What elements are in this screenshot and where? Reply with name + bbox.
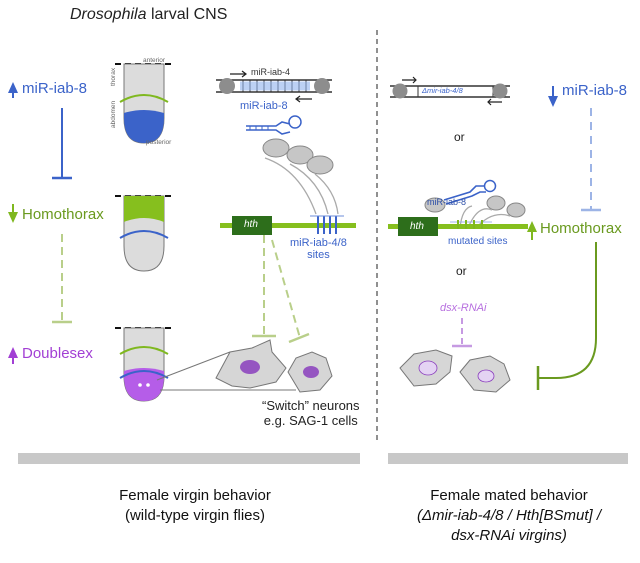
mirna-label-right: miR-iab-8 — [427, 197, 467, 207]
cns-abdomen-label: abdomen — [110, 100, 117, 128]
up-arrow-icon — [8, 82, 18, 93]
up-arrow-icon-purple — [8, 347, 18, 358]
or-label-2: or — [456, 264, 467, 278]
up-arrow-icon-green — [527, 221, 537, 232]
or-label-1: or — [454, 130, 465, 144]
footer-left: Female virgin behavior (wild-type virgin… — [30, 486, 360, 526]
cns-thorax-label: thorax — [110, 67, 117, 86]
mirna-complex-right — [424, 179, 526, 229]
neurons-right — [399, 349, 511, 393]
dna-schematic-left — [216, 70, 332, 103]
mir-sites-line1: miR-iab-4/8 — [290, 237, 347, 249]
footer-right-line3: dsx-RNAi virgins) — [451, 527, 567, 544]
hth-gene-label-left: hth — [244, 219, 258, 230]
mirna-complex-left — [246, 115, 339, 215]
mutated-sites-label: mutated sites — [448, 236, 508, 247]
dna-mir-label: miR-iab-4 — [251, 67, 291, 77]
cns-posterior-label: posterior — [146, 139, 172, 146]
cns-schematic-3 — [115, 327, 296, 402]
switch-neurons-label: “Switch” neurons e.g. SAG-1 cells — [262, 398, 360, 428]
homothorax-label-right: Homothorax — [540, 220, 622, 237]
footer-right: Female mated behavior (Δmir-iab-4/8 / Ht… — [384, 486, 634, 546]
homothorax-label-left: Homothorax — [22, 206, 104, 223]
cns-anterior-label: anterior — [143, 57, 166, 64]
figure-title: Drosophila larval CNS — [70, 6, 228, 23]
switch-neurons-line2: e.g. SAG-1 cells — [263, 413, 358, 428]
mirna-label-left: miR-iab-8 — [240, 100, 288, 112]
mir-iab8-label-right: miR-iab-8 — [562, 82, 628, 99]
bar-right — [388, 453, 628, 464]
footer-left-line1: Female virgin behavior — [119, 487, 271, 504]
switch-neurons-line1: “Switch” neurons — [262, 398, 360, 413]
footer-right-line1: Female mated behavior — [430, 487, 588, 504]
left-pathway — [8, 82, 72, 364]
right-pathway — [452, 86, 601, 390]
dna-label-right: Δmir-iab-4/8 — [422, 86, 463, 95]
cns-schematic-2 — [115, 195, 172, 272]
dna-schematic-right — [390, 76, 510, 106]
footer-right-line2: (Δmir-iab-4/8 / Hth[BSmut] / — [417, 507, 601, 524]
hth-gene-label-right: hth — [410, 221, 424, 232]
hth-gene-right — [388, 217, 528, 236]
hth-gene-left — [220, 215, 356, 344]
mir-sites-label: miR-iab-4/8 sites — [290, 237, 347, 261]
doublesex-label: Doublesex — [22, 345, 93, 362]
dsx-rnai-label: dsx-RNAi — [440, 302, 487, 314]
bar-left — [18, 453, 360, 464]
cns-schematic-1 — [115, 63, 172, 144]
footer-left-line2: (wild-type virgin flies) — [124, 507, 266, 524]
down-arrow-icon — [8, 212, 18, 223]
neurons-left — [215, 339, 333, 393]
down-arrow-icon-blue — [548, 96, 558, 107]
mir-iab8-label-left: miR-iab-8 — [22, 80, 88, 97]
mir-sites-line2: sites — [307, 249, 330, 261]
